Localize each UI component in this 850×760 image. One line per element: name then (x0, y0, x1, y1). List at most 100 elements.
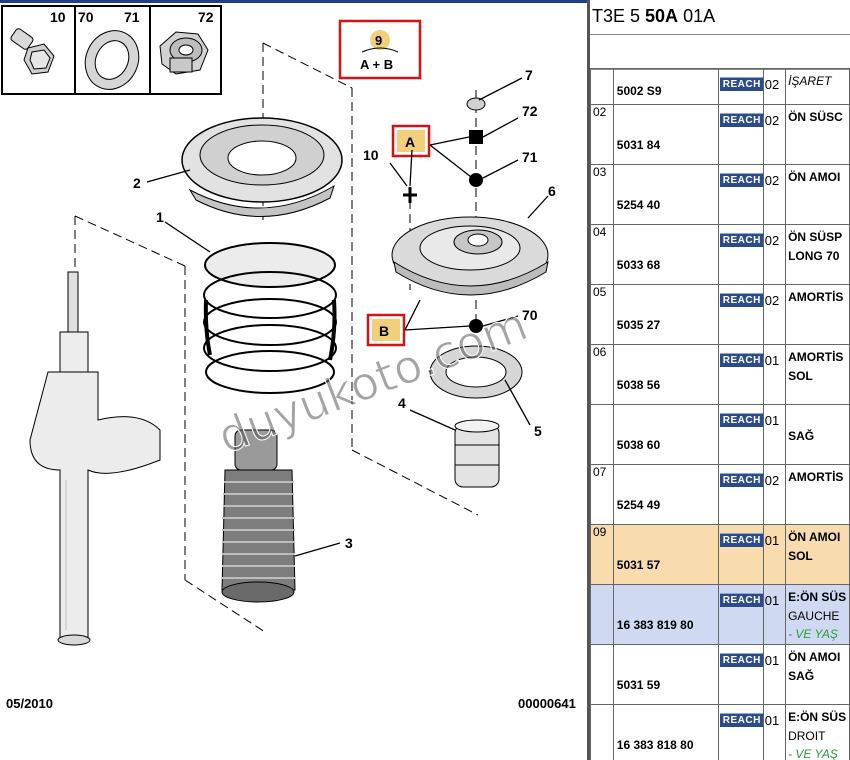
label-70[interactable]: 70 (522, 307, 538, 323)
inset-label-72: 72 (198, 9, 214, 25)
bearing-part-5[interactable] (429, 345, 523, 399)
part-reference[interactable]: 5031 84 (616, 138, 661, 152)
part-number-labels: 2 1 3 7 72 71 10 6 70 4 5 (133, 67, 556, 551)
part-reference[interactable]: 16 383 818 80 (616, 738, 694, 752)
row-side: GAUCHE (788, 609, 840, 623)
row-quantity: 01 (764, 653, 780, 668)
part-reference[interactable]: 5033 68 (616, 258, 661, 272)
group-a-box[interactable]: A (391, 124, 431, 158)
marker-10[interactable] (403, 187, 417, 203)
row-quantity: 02 (764, 173, 780, 188)
reach-badge[interactable]: REACH (720, 413, 764, 427)
row-item-number (590, 704, 614, 760)
reach-badge[interactable]: REACH (720, 653, 764, 667)
part-reference[interactable]: 5254 49 (616, 498, 661, 512)
row-item-number: 07 (590, 464, 614, 525)
part-reference[interactable]: 5254 40 (616, 198, 661, 212)
reach-badge[interactable]: REACH (720, 353, 764, 367)
reach-badge[interactable]: REACH (720, 293, 764, 307)
row-description: E:ÖN SÜS (788, 590, 847, 604)
reach-badge[interactable]: REACH (720, 77, 764, 91)
part-reference[interactable]: 5031 59 (616, 678, 661, 692)
coil-spring-part-1[interactable] (203, 242, 337, 394)
group-a-label: A (405, 134, 415, 150)
row-side: SAĞ (788, 429, 815, 443)
reach-badge[interactable]: REACH (720, 233, 764, 247)
label-4[interactable]: 4 (398, 395, 406, 411)
label-3[interactable]: 3 (345, 535, 353, 551)
cap-part-7[interactable] (466, 97, 486, 111)
row-quantity: 02 (764, 473, 780, 488)
row-description: AMORTİS (788, 350, 844, 364)
part-reference[interactable]: 5035 27 (616, 318, 661, 332)
kit-9-badge[interactable]: 9 A + B (338, 19, 422, 80)
row-side: DROIT (788, 729, 826, 743)
label-2[interactable]: 2 (133, 175, 141, 191)
kit-number: 9 (375, 33, 382, 48)
row-description: İŞARET (788, 74, 832, 88)
panel-separator (587, 0, 590, 760)
hardware-markers (403, 130, 483, 333)
row-quantity: 02 (764, 113, 780, 128)
label-7[interactable]: 7 (525, 67, 533, 83)
dust-boot-part-3[interactable] (221, 429, 296, 603)
row-item-number (590, 644, 614, 705)
part-reference[interactable]: 5038 60 (616, 438, 661, 452)
row-description: ÖN AMOI (788, 650, 841, 664)
top-mount-part-6[interactable] (391, 216, 549, 296)
inset-label-71: 71 (124, 9, 140, 25)
inset-label-70: 70 (78, 9, 94, 25)
reach-badge[interactable]: REACH (720, 113, 764, 127)
row-side: SAĞ (788, 669, 815, 683)
row-quantity: 02 (764, 233, 780, 248)
label-1[interactable]: 1 (156, 209, 164, 225)
reach-badge[interactable]: REACH (720, 593, 764, 607)
shock-absorber-strut[interactable] (29, 271, 161, 646)
spring-seat-part-2[interactable] (181, 117, 343, 217)
label-71[interactable]: 71 (522, 149, 538, 165)
row-quantity: 01 (764, 413, 780, 428)
row-item-number: 09 (590, 524, 614, 585)
reach-badge[interactable]: REACH (720, 533, 764, 547)
table-header-band (590, 34, 850, 70)
row-item-number: 02 (590, 104, 614, 165)
marker-71[interactable] (469, 173, 483, 187)
row-quantity: 02 (764, 293, 780, 308)
reach-badge[interactable]: REACH (720, 473, 764, 487)
washer-icon (84, 30, 140, 90)
reach-badge[interactable]: REACH (720, 173, 764, 187)
label-6[interactable]: 6 (548, 183, 556, 199)
row-side: SOL (788, 369, 813, 383)
row-quantity: 01 (764, 713, 780, 728)
row-description: ÖN AMOI (788, 170, 841, 184)
group-b-box[interactable]: B (366, 313, 406, 347)
row-description: ÖN SÜSC (788, 110, 843, 124)
part-reference[interactable]: 5031 57 (616, 558, 661, 572)
row-item-number (590, 404, 614, 465)
label-10[interactable]: 10 (363, 147, 379, 163)
bump-stop-part-4[interactable] (454, 419, 500, 488)
part-reference[interactable]: 5038 56 (616, 378, 661, 392)
part-reference[interactable]: 16 383 819 80 (616, 618, 694, 632)
marker-72[interactable] (469, 130, 483, 144)
reach-badge[interactable]: REACH (720, 713, 764, 727)
label-72[interactable]: 72 (522, 103, 538, 119)
label-5[interactable]: 5 (534, 423, 542, 439)
marker-70[interactable] (469, 319, 483, 333)
row-description: E:ÖN SÜS (788, 710, 847, 724)
part-reference[interactable]: 5002 S9 (616, 84, 662, 98)
